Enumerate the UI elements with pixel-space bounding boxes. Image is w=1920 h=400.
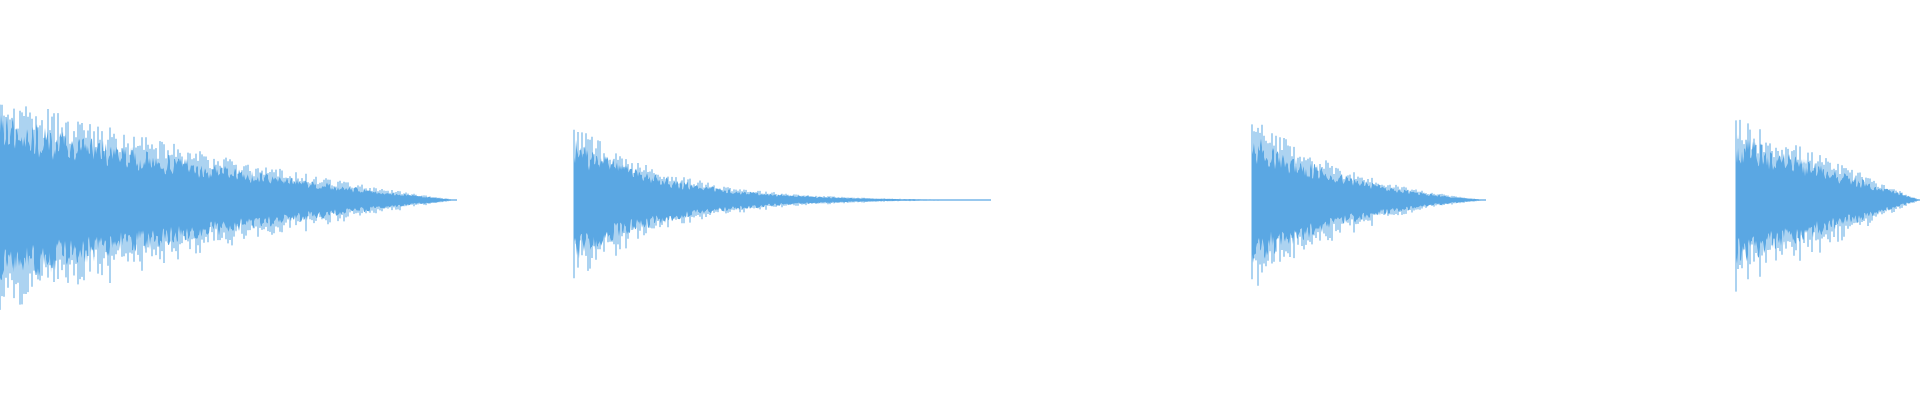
waveform-clip-4[interactable] <box>1735 119 1920 292</box>
waveform-clip-2[interactable] <box>573 129 991 279</box>
waveform-body <box>1252 134 1486 263</box>
waveform-clip-1[interactable] <box>0 104 457 310</box>
waveform-clip-3[interactable] <box>1251 124 1486 286</box>
